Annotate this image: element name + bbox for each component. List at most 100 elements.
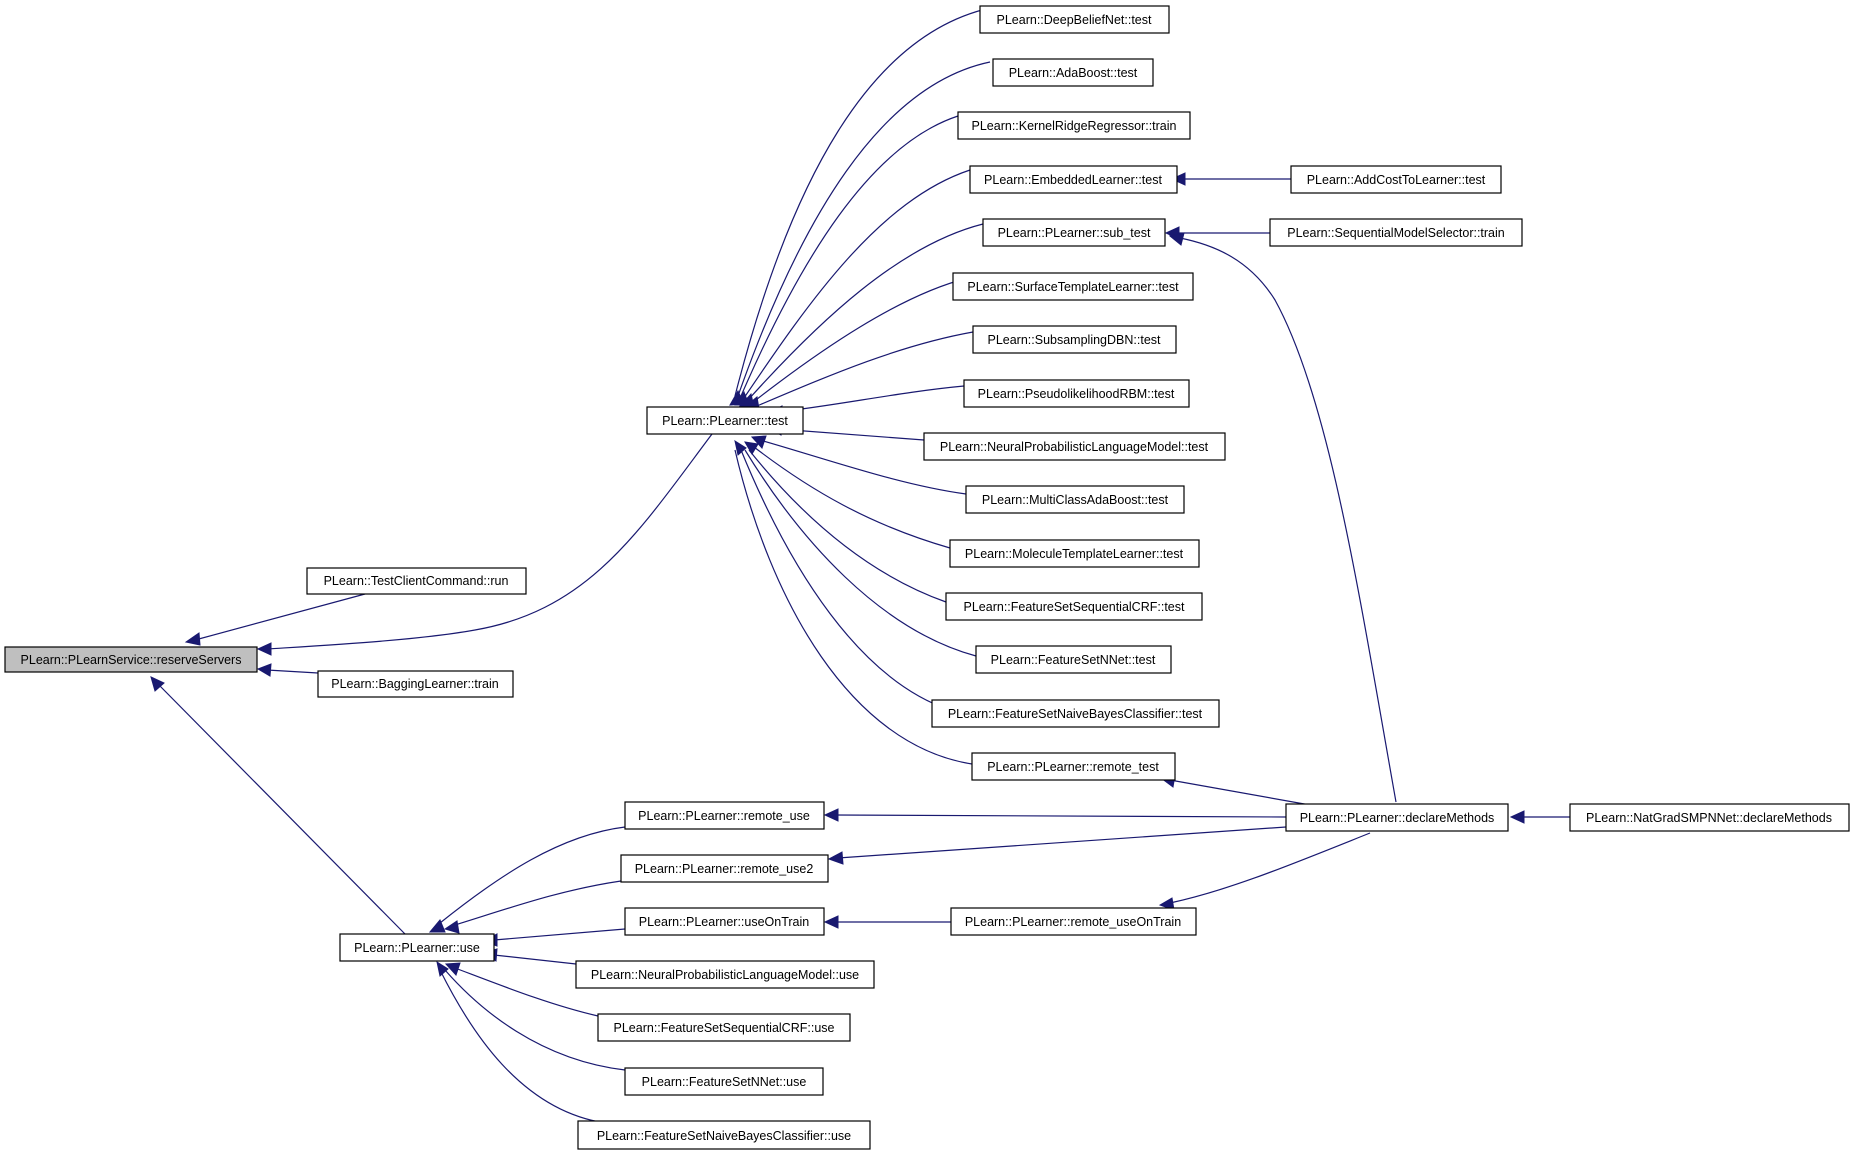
node-bagging[interactable]: PLearn::BaggingLearner::train: [317, 670, 514, 698]
node-label: PLearn::KernelRidgeRegressor::train: [972, 119, 1177, 133]
node-label: PLearn::PLearner::test: [662, 414, 788, 428]
node-fsnn-test[interactable]: PLearn::FeatureSetNNet::test: [975, 645, 1172, 674]
node-fscrf-use[interactable]: PLearn::FeatureSetSequentialCRF::use: [597, 1013, 851, 1042]
node-label: PLearn::FeatureSetSequentialCRF::test: [964, 600, 1185, 614]
nodes: PLearn::PLearnService::reserveServers PL…: [4, 5, 1850, 1150]
node-useontrain[interactable]: PLearn::PLearner::useOnTrain: [624, 907, 825, 936]
node-label: PLearn::NeuralProbabilisticLanguageModel…: [940, 440, 1209, 454]
arrowhead: [436, 960, 449, 977]
edge-fsnnt-to-ptest: [744, 449, 977, 657]
node-pseudo[interactable]: PLearn::PseudolikelihoodRBM::test: [963, 379, 1190, 408]
node-label: PLearn::PLearner::remote_use2: [635, 862, 814, 876]
node-label: PLearn::TestClientCommand::run: [324, 574, 509, 588]
edge-subtest-to-ptest: [747, 223, 984, 401]
edge-subdbn-to-ptest: [756, 331, 974, 407]
node-label: PLearn::SequentialModelSelector::train: [1287, 226, 1505, 240]
arrowhead: [823, 808, 839, 822]
node-nplm-use[interactable]: PLearn::NeuralProbabilisticLanguageModel…: [575, 960, 875, 989]
arrowhead: [443, 920, 460, 934]
node-surf[interactable]: PLearn::SurfaceTemplateLearner::test: [952, 272, 1194, 301]
node-dbn[interactable]: PLearn::DeepBeliefNet::test: [979, 5, 1170, 34]
edge-testclient-to-root: [194, 593, 366, 641]
edge-bagging-to-root: [266, 669, 319, 674]
node-testclient[interactable]: PLearn::TestClientCommand::run: [306, 567, 527, 595]
node-emb[interactable]: PLearn::EmbeddedLearner::test: [969, 165, 1178, 194]
node-rtest[interactable]: PLearn::PLearner::remote_test: [971, 752, 1176, 781]
node-label: PLearn::DeepBeliefNet::test: [997, 13, 1152, 27]
node-seqsel[interactable]: PLearn::SequentialModelSelector::train: [1269, 218, 1523, 247]
edge-ptest-to-root: [266, 433, 713, 650]
edge-declare-to-ruse: [833, 814, 1287, 818]
node-mcab[interactable]: PLearn::MultiClassAdaBoost::test: [965, 485, 1185, 514]
node-label: PLearn::MultiClassAdaBoost::test: [982, 493, 1169, 507]
edge-fsnnu-to-puse: [444, 969, 626, 1071]
node-label: PLearn::PLearner::remote_test: [987, 760, 1159, 774]
node-nplm-test[interactable]: PLearn::NeuralProbabilisticLanguageModel…: [923, 432, 1226, 461]
node-ruse[interactable]: PLearn::PLearner::remote_use: [624, 801, 825, 830]
node-natgrad[interactable]: PLearn::NatGradSMPNNet::declareMethods: [1569, 803, 1850, 832]
node-subdbn[interactable]: PLearn::SubsamplingDBN::test: [972, 325, 1177, 354]
node-ada[interactable]: PLearn::AdaBoost::test: [992, 58, 1154, 87]
arrowhead: [256, 642, 272, 656]
edge-ada-to-ptest: [737, 61, 991, 397]
node-root[interactable]: PLearn::PLearnService::reserveServers: [4, 646, 258, 673]
edge-puse-to-root: [157, 683, 406, 935]
node-label: PLearn::FeatureSetSequentialCRF::use: [614, 1021, 835, 1035]
node-label: PLearn::PLearner::declareMethods: [1300, 811, 1495, 825]
node-label: PLearn::PLearner::remote_use: [638, 809, 810, 823]
edge-rtest-to-ptest: [734, 449, 973, 765]
node-ruseontrain[interactable]: PLearn::PLearner::remote_useOnTrain: [950, 907, 1197, 936]
arrowhead: [1509, 810, 1525, 824]
arrowhead: [823, 915, 839, 929]
node-label: PLearn::BaggingLearner::train: [331, 677, 499, 691]
edge-ruse2-to-puse: [454, 880, 622, 926]
node-label: PLearn::PLearner::sub_test: [998, 226, 1151, 240]
node-ptest[interactable]: PLearn::PLearner::test: [646, 406, 804, 435]
edge-declare-to-subtest: [1179, 237, 1397, 803]
edge-nplmu-to-puse: [493, 954, 577, 965]
node-label: PLearn::EmbeddedLearner::test: [984, 173, 1162, 187]
edge-ruse-to-puse: [439, 826, 626, 924]
node-fsnn-use[interactable]: PLearn::FeatureSetNNet::use: [624, 1067, 824, 1096]
edge-fsnbt-to-ptest: [740, 449, 951, 711]
node-label: PLearn::PseudolikelihoodRBM::test: [978, 387, 1175, 401]
node-ruse2[interactable]: PLearn::PLearner::remote_use2: [620, 854, 829, 883]
edge-fscrft-to-ptest: [748, 449, 947, 603]
edge-declare-to-ruse2: [837, 826, 1287, 859]
node-label: PLearn::PLearnService::reserveServers: [21, 653, 242, 667]
arrowhead: [428, 919, 446, 933]
node-label: PLearn::NeuralProbabilisticLanguageModel…: [591, 968, 859, 982]
arrowhead: [734, 439, 747, 456]
node-declare[interactable]: PLearn::PLearner::declareMethods: [1285, 803, 1509, 832]
edge-fscrfu-to-puse: [454, 967, 599, 1017]
node-label: PLearn::SurfaceTemplateLearner::test: [967, 280, 1179, 294]
arrowhead: [750, 435, 767, 449]
node-subtest[interactable]: PLearn::PLearner::sub_test: [982, 218, 1166, 247]
edge-krr-to-ptest: [740, 115, 959, 397]
edge-declare-to-rtest: [1169, 779, 1311, 806]
node-fscrf-test[interactable]: PLearn::FeatureSetSequentialCRF::test: [945, 592, 1203, 621]
arrowhead: [256, 663, 272, 677]
node-label: PLearn::NatGradSMPNNet::declareMethods: [1586, 811, 1832, 825]
node-puse[interactable]: PLearn::PLearner::use: [339, 933, 495, 962]
arrowhead: [827, 851, 844, 865]
node-label: PLearn::FeatureSetNNet::use: [642, 1075, 807, 1089]
edge-emb-to-ptest: [743, 169, 971, 399]
edge-fsnbu-to-puse: [439, 969, 606, 1124]
edge-useontrain-to-puse: [493, 928, 626, 941]
node-fsnb-test[interactable]: PLearn::FeatureSetNaiveBayesClassifier::…: [931, 699, 1220, 728]
node-label: PLearn::AdaBoost::test: [1009, 66, 1138, 80]
node-addcost[interactable]: PLearn::AddCostToLearner::test: [1290, 165, 1502, 194]
node-label: PLearn::PLearner::use: [354, 941, 480, 955]
edge-mcab-to-ptest: [759, 439, 967, 495]
node-fsnb-use[interactable]: PLearn::FeatureSetNaiveBayesClassifier::…: [577, 1120, 871, 1150]
arrowhead: [184, 632, 201, 646]
node-krr[interactable]: PLearn::KernelRidgeRegressor::train: [957, 111, 1191, 140]
node-label: PLearn::PLearner::remote_useOnTrain: [965, 915, 1181, 929]
arrowhead: [150, 676, 165, 692]
node-label: PLearn::PLearner::useOnTrain: [639, 915, 810, 929]
node-label: PLearn::MoleculeTemplateLearner::test: [965, 547, 1184, 561]
edges: [150, 7, 1570, 1124]
node-mol[interactable]: PLearn::MoleculeTemplateLearner::test: [949, 539, 1200, 568]
